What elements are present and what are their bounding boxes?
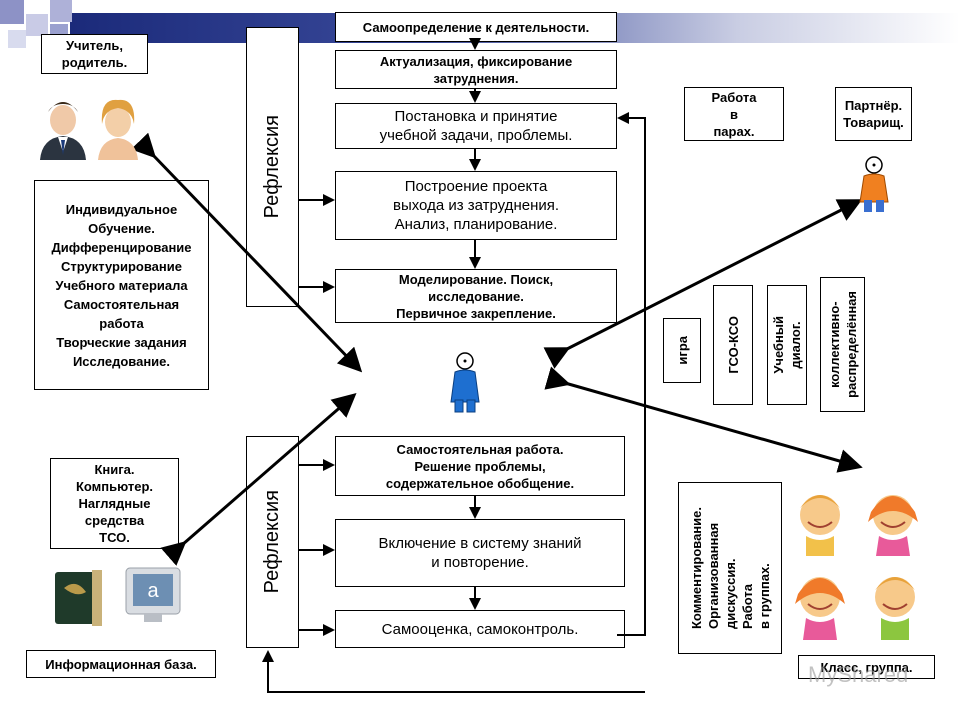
parent-figure-icon: [98, 99, 138, 160]
book-icon: [55, 570, 102, 626]
flow-step-task-setting: Постановка и принятие учебной задачи, пр…: [335, 103, 617, 149]
teacher-figure-icon: [40, 102, 86, 160]
flow-step-self-assessment: Самооценка, самоконтроль.: [335, 610, 625, 648]
partner-figure-icon: [859, 156, 889, 212]
reflexion-arrows: [299, 194, 335, 636]
kid-girl-icon-1: [868, 495, 918, 556]
relation-arrows: [130, 132, 863, 566]
class-group-label: Класс, группа.: [798, 655, 935, 679]
deco-square: [0, 0, 24, 24]
teacher-parent-label: Учитель, родитель.: [41, 34, 148, 74]
kid-boy-icon-2: [875, 577, 915, 640]
flow-step-inclusion: Включение в систему знаний и повторение.: [335, 519, 625, 587]
info-base-label: Информационная база.: [26, 650, 216, 678]
watermark: MyShared: [808, 662, 908, 687]
computer-icon: a: [125, 567, 181, 622]
kid-boy-icon-1: [800, 495, 840, 556]
deco-square: [26, 14, 48, 36]
kid-girl-icon-2: [795, 577, 845, 640]
partner-box: Партнёр. Товарищ.: [835, 87, 912, 141]
student-icon: [450, 352, 480, 413]
deco-square: [8, 30, 26, 48]
pairs-work-box: Работа в парах.: [684, 87, 784, 141]
group-methods-box: Комментирование. Организованная дискусси…: [678, 482, 782, 654]
deco-square: [50, 0, 72, 22]
flow-step-actualization: Актуализация, фиксирование затруднения.: [335, 50, 617, 89]
svg-text:a: a: [147, 580, 159, 602]
